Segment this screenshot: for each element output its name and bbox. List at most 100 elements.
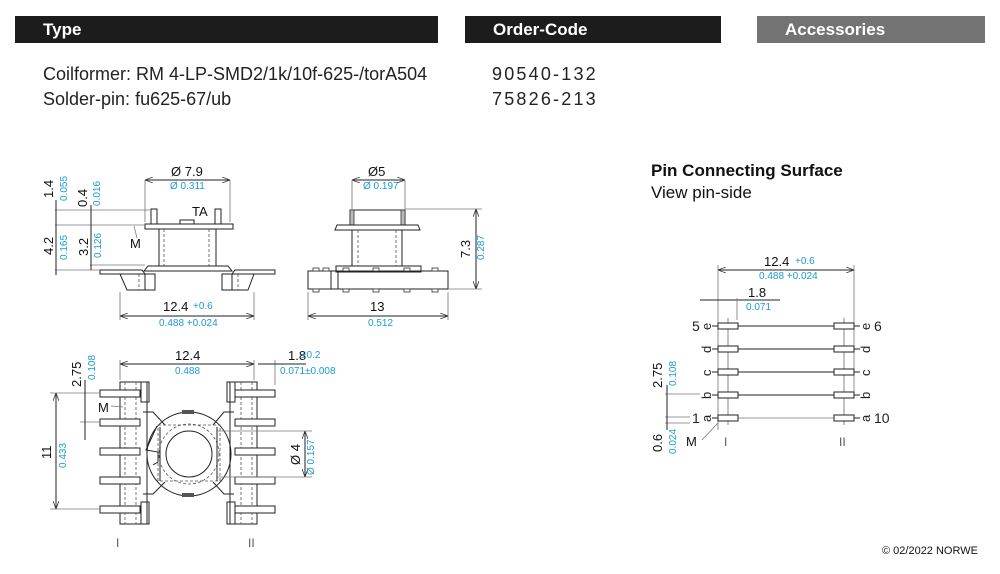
pin-width-mm: 12.4 [764,254,789,269]
pin-pad-right [833,414,855,422]
top-pitch-mm: 2.75 [69,362,84,387]
pin-pad-in: 0.071 [746,302,771,313]
header-type: Type [15,16,438,43]
pin-section-subtitle: View pin-side [651,183,752,202]
pin-letter-right: c [858,369,873,376]
pin-pad-right [833,345,855,353]
core [158,228,217,268]
pin-pad-right [833,391,855,399]
pin-label-m: M [686,434,697,449]
pin-pad-left [717,322,739,330]
solder-pin-order-code: 75826-213 [492,89,598,109]
pin-pitch-mm: 2.75 [650,363,665,388]
pin-letter-left: b [699,392,714,399]
top-row-left-label: I [116,536,119,550]
coilformer-order-code: 90540-132 [492,64,598,84]
top-view: 12.4 0.488 1.8 ±0.2 0.071±0.008 2.75 0.1… [39,348,336,550]
pin-width-in: 0.488 +0.024 [759,271,818,282]
pin-pad-left [717,345,739,353]
top-bore-in: Ø 0.157 [306,439,317,475]
top-pin-mm: 1.8 [288,348,306,363]
top-pitch-in: 0.108 [87,355,98,380]
front-height-mm: 7.3 [458,240,473,258]
pin-letter-left: e [699,323,714,330]
pin-row-right-label: II [839,435,846,449]
front-dia-in: Ø 0.197 [363,181,399,192]
coilformer-row: Coilformer: RM 4-LP-SMD2/1k/10f-625-/tor… [43,64,427,85]
pin-letter-right: a [858,414,873,422]
pin-number-left: 1 [692,410,700,426]
pin-width-tol: +0.6 [795,256,815,267]
front-dia-mm: Ø5 [368,164,385,179]
coilformer-value: RM 4-LP-SMD2/1k/10f-625-/torA504 [136,64,428,84]
bottom-flange [142,265,234,272]
side-width-in: 0.488 +0.024 [159,318,218,329]
pin-letter-right: d [858,346,873,353]
front-base [307,270,449,290]
side-label-ta: TA [192,204,208,219]
solder-pin-label: Solder-pin: [43,89,131,109]
ta-mark [179,219,195,225]
pin-pad-right [833,322,855,330]
side-h4-in: 0.126 [93,233,104,258]
front-top-flange [334,224,421,231]
side-h1-in: 0.055 [59,176,70,201]
header-accessories: Accessories [757,16,985,43]
pin-pad-mm: 1.8 [748,285,766,300]
side-h1-mm: 1.4 [41,180,56,198]
front-width-in: 0.512 [368,318,393,329]
front-width-mm: 13 [370,299,384,314]
pin-offset-in: 0.024 [668,429,679,454]
pin-pitch-in: 0.108 [668,361,679,386]
pin-letter-left: d [699,346,714,353]
side-h3-in: 0.165 [59,235,70,260]
top-pin-in: 0.071±0.008 [280,366,336,377]
pin-pad-left [717,368,739,376]
front-top-block [349,209,406,226]
side-dia-in: Ø 0.311 [170,181,205,192]
side-width-tol: +0.6 [193,301,213,312]
side-h4-mm: 3.2 [76,238,91,256]
pin-section-title: Pin Connecting Surface [651,161,843,180]
top-pin-right [214,208,222,225]
front-height-in: 0.287 [476,235,487,260]
top-label-m: M [98,400,109,415]
pin-pad-right [833,368,855,376]
top-flange [144,223,234,230]
top-height-in: 0.433 [58,443,69,468]
solder-pin-row: Solder-pin: fu625-67/ub [43,89,231,110]
side-h2-mm: 0.4 [75,189,90,207]
side-dia-mm: Ø 7.9 [171,164,203,179]
side-h3-mm: 4.2 [41,237,56,255]
top-pin-left [150,208,158,225]
copyright: © 02/2022 NORWE [882,545,978,557]
side-view: Ø 7.9 Ø 0.311 1.4 0.055 0.4 0.016 4.2 0.… [41,164,276,329]
pin-pad-left [717,414,739,422]
pin-pad-left [717,391,739,399]
top-pin-tol: ±0.2 [301,350,321,361]
pin-offset-mm: 0.6 [650,434,665,452]
side-width-mm: 12.4 [163,299,188,314]
pin-letter-left: c [699,369,714,376]
pin-number-right: 10 [874,410,890,426]
top-width-mm: 12.4 [175,348,200,363]
side-label-m: M [130,236,141,251]
pin-letter-right: e [858,323,873,330]
pin-letter-left: a [699,414,714,422]
pin-number-left: 5 [692,318,700,334]
solder-pin-value: fu625-67/ub [135,89,232,109]
top-bore-mm: Ø 4 [288,444,303,465]
front-view: Ø5 Ø 0.197 7.3 0.287 13 0.512 [307,164,487,329]
pin-row-left-label: I [724,435,727,449]
top-bore [165,430,213,478]
top-height-mm: 11 [39,446,54,460]
header-order-code: Order-Code [465,16,721,43]
pin-number-right: 6 [874,318,882,334]
pin-letter-right: b [858,392,873,399]
top-width-in: 0.488 [175,366,200,377]
top-row-right-label: II [248,536,255,550]
coilformer-label: Coilformer: [43,64,132,84]
side-h2-in: 0.016 [92,181,103,206]
